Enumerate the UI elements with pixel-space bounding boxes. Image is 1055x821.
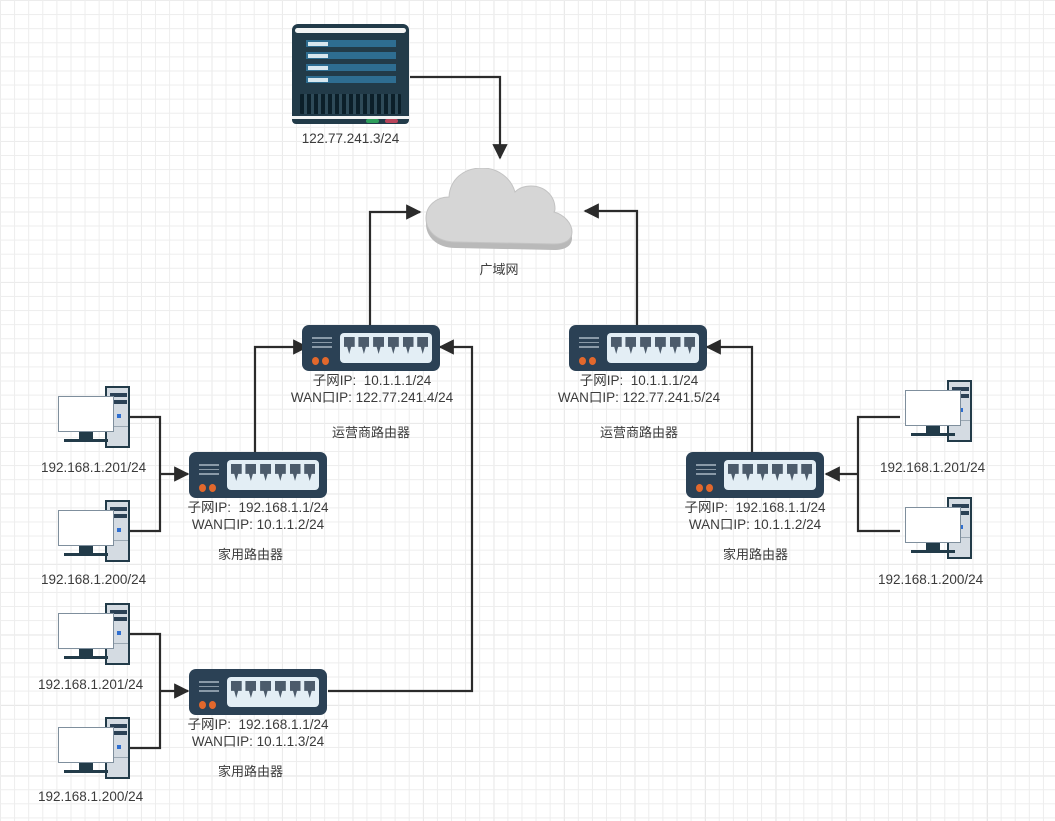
pc-left-top-1-icon[interactable] bbox=[58, 386, 130, 448]
isp-router-left-icon[interactable] bbox=[302, 325, 440, 371]
router-leds bbox=[579, 352, 599, 365]
home-router-right-role: 家用路由器 bbox=[722, 547, 788, 562]
pc-right-1-icon[interactable] bbox=[900, 380, 972, 442]
server-icon[interactable] bbox=[292, 24, 409, 124]
home-router-right-wan-ip: WAN口IP: 10.1.1.2/24 bbox=[688, 517, 822, 532]
pc-monitor bbox=[905, 390, 961, 426]
isp-router-left-wan-ip: WAN口IP: 122.77.241.4/24 bbox=[290, 390, 454, 405]
home-router-left-top-role: 家用路由器 bbox=[217, 547, 283, 562]
pc-left-bottom-2-ip-label: 192.168.1.200/24 bbox=[38, 789, 144, 804]
isp-router-right-role: 运营商路由器 bbox=[599, 425, 678, 440]
pc-monitor bbox=[58, 613, 114, 649]
pc-stand bbox=[926, 543, 940, 550]
pc-base bbox=[911, 433, 955, 436]
pc-left-top-1-ip-label: 192.168.1.201/24 bbox=[41, 460, 147, 475]
server-led-red bbox=[385, 119, 398, 123]
link-server-to-cloud bbox=[410, 75, 508, 160]
pc-left-bottom-2-icon[interactable] bbox=[58, 717, 130, 779]
router-ports bbox=[227, 677, 319, 707]
isp-router-left-subnet-ip: 子网IP: 10.1.1.1/24 bbox=[312, 373, 432, 388]
pc-monitor bbox=[58, 510, 114, 546]
cloud-label: 广域网 bbox=[479, 262, 519, 277]
router-ports bbox=[227, 460, 319, 490]
router-leds bbox=[199, 696, 219, 709]
link-ispleft-to-cloud bbox=[368, 204, 422, 325]
server-foot-line bbox=[292, 116, 409, 119]
isp-router-right-icon[interactable] bbox=[569, 325, 707, 371]
isp-router-right-subnet-ip: 子网IP: 10.1.1.1/24 bbox=[579, 373, 699, 388]
link-homelefttop-to-ispleft bbox=[253, 339, 309, 452]
home-router-left-bottom-role: 家用路由器 bbox=[217, 764, 283, 779]
server-indicator-bars bbox=[306, 40, 396, 88]
pc-base bbox=[64, 553, 108, 556]
router-leds bbox=[312, 352, 332, 365]
pc-stand bbox=[79, 763, 93, 770]
pc-monitor bbox=[58, 727, 114, 763]
pc-left-bottom-1-icon[interactable] bbox=[58, 603, 130, 665]
router-status-lines bbox=[312, 337, 332, 348]
pc-monitor bbox=[905, 507, 961, 543]
router-leds bbox=[199, 479, 219, 492]
server-ip-label: 122.77.241.3/24 bbox=[301, 131, 400, 146]
router-leds bbox=[696, 479, 716, 492]
pc-left-bottom-1-ip-label: 192.168.1.201/24 bbox=[38, 677, 144, 692]
pc-stand bbox=[79, 546, 93, 553]
router-ports bbox=[340, 333, 432, 363]
pc-base bbox=[64, 439, 108, 442]
home-router-left-top-icon[interactable] bbox=[189, 452, 327, 498]
pc-right-1-ip-label: 192.168.1.201/24 bbox=[880, 460, 986, 475]
pc-base bbox=[64, 770, 108, 773]
home-router-left-bottom-icon[interactable] bbox=[189, 669, 327, 715]
pc-monitor bbox=[58, 396, 114, 432]
isp-router-left-role: 运营商路由器 bbox=[331, 425, 410, 440]
pc-stand bbox=[79, 432, 93, 439]
pc-base bbox=[64, 656, 108, 659]
server-top-cap bbox=[295, 28, 406, 33]
isp-router-right-wan-ip: WAN口IP: 122.77.241.5/24 bbox=[557, 390, 721, 405]
pc-stand bbox=[926, 426, 940, 433]
link-homeright-to-ispright bbox=[705, 339, 754, 452]
home-router-left-top-subnet-ip: 子网IP: 192.168.1.1/24 bbox=[187, 500, 329, 515]
home-router-left-top-wan-ip: WAN口IP: 10.1.1.2/24 bbox=[191, 517, 325, 532]
router-status-lines bbox=[199, 681, 219, 692]
home-router-left-bottom-subnet-ip: 子网IP: 192.168.1.1/24 bbox=[187, 717, 329, 732]
pc-left-top-2-icon[interactable] bbox=[58, 500, 130, 562]
pc-left-top-2-ip-label: 192.168.1.200/24 bbox=[41, 572, 147, 587]
home-router-right-icon[interactable] bbox=[686, 452, 824, 498]
pc-base bbox=[911, 550, 955, 553]
router-status-lines bbox=[199, 464, 219, 475]
home-router-right-subnet-ip: 子网IP: 192.168.1.1/24 bbox=[684, 500, 826, 515]
pc-right-2-icon[interactable] bbox=[900, 497, 972, 559]
router-ports bbox=[724, 460, 816, 490]
router-status-lines bbox=[696, 464, 716, 475]
pc-right-2-ip-label: 192.168.1.200/24 bbox=[878, 572, 984, 587]
link-ispright-to-cloud bbox=[583, 203, 639, 325]
server-vents bbox=[300, 94, 401, 114]
router-ports bbox=[607, 333, 699, 363]
link-homeleftbottom-to-ispleft bbox=[328, 339, 474, 693]
router-status-lines bbox=[579, 337, 599, 348]
pc-stand bbox=[79, 649, 93, 656]
server-led-green bbox=[366, 119, 379, 123]
home-router-left-bottom-wan-ip: WAN口IP: 10.1.1.3/24 bbox=[191, 734, 325, 749]
cloud-icon[interactable] bbox=[424, 167, 574, 253]
